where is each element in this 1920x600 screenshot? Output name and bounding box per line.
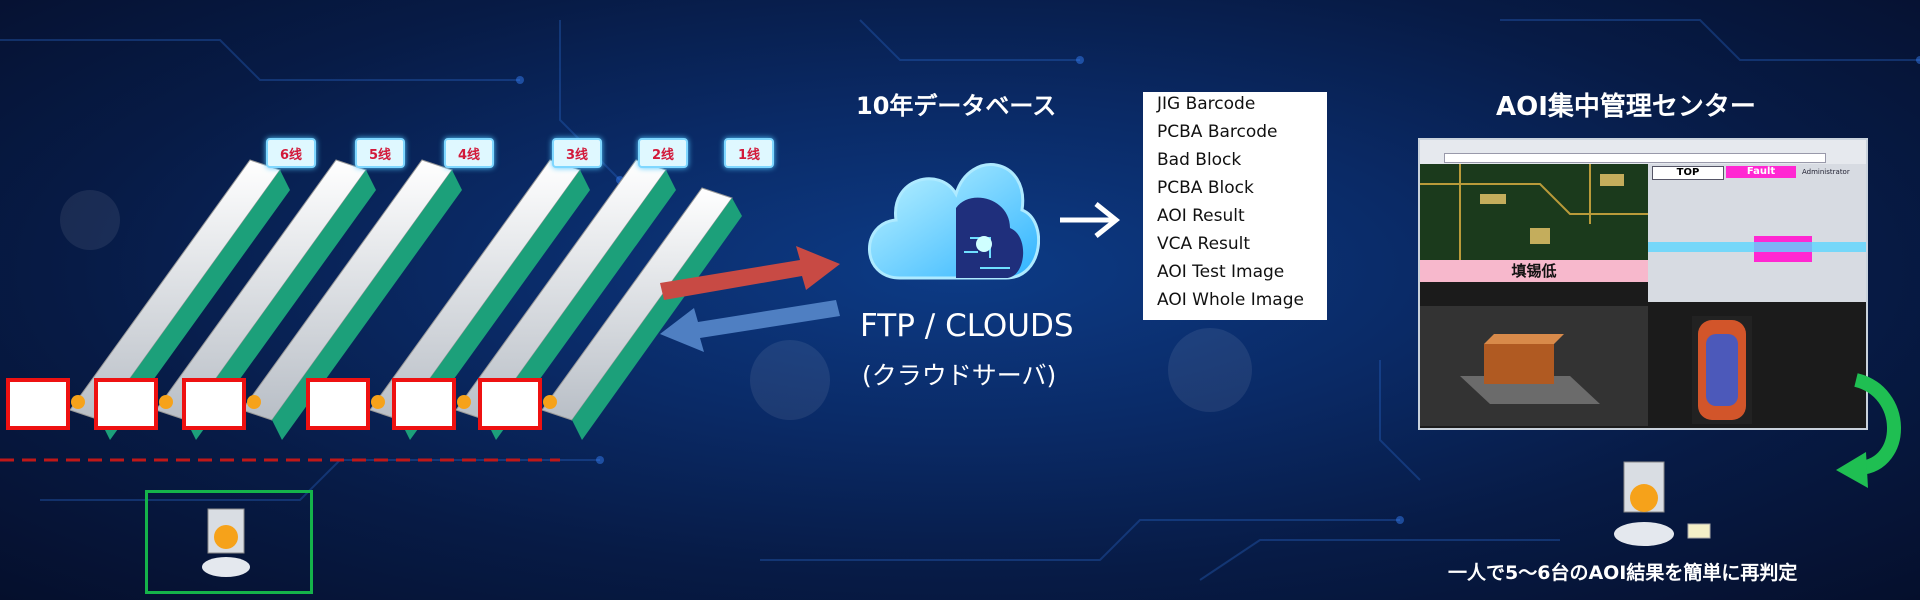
aoi-screen-screenshot: TOP Fault Administrator 填锡低 <box>1418 138 1868 430</box>
line-tag-2: 2线 <box>638 138 688 168</box>
operator-box <box>145 490 313 594</box>
tab-top[interactable]: TOP <box>1652 166 1724 180</box>
operator-icon <box>202 508 250 577</box>
defect-label: 填锡低 <box>1420 260 1648 282</box>
data-flow-arrows <box>660 246 840 352</box>
field-item: AOI Whole Image <box>1157 290 1304 310</box>
heatmap-view <box>1692 316 1752 424</box>
field-item: Bad Block <box>1157 150 1242 170</box>
tab-fault[interactable]: Fault <box>1726 166 1796 178</box>
line-tag-1: 1线 <box>724 138 774 168</box>
field-item: AOI Test Image <box>1157 262 1285 282</box>
admin-label: Administrator <box>1802 168 1850 176</box>
line-tag-6: 6线 <box>266 138 316 168</box>
server-label: FTP / CLOUDS <box>860 308 1074 344</box>
line-tag-3: 3线 <box>552 138 602 168</box>
database-title: 10年データベース <box>856 92 1057 120</box>
right-arrow-icon <box>1060 202 1121 238</box>
field-item: AOI Result <box>1157 206 1245 226</box>
data-fields-list: JIG Barcode PCBA Barcode Bad Block PCBA … <box>1143 92 1327 320</box>
browser-toolbar <box>1420 140 1866 165</box>
field-item: VCA Result <box>1157 234 1251 254</box>
center-caption: 一人で5～6台のAOI結果を簡単に再判定 <box>1448 562 1798 584</box>
server-sub-label: (クラウドサーバ) <box>862 361 1057 390</box>
line-tag-4: 4线 <box>444 138 494 168</box>
cloud-database-icon <box>868 163 1040 280</box>
selected-row[interactable] <box>1648 242 1866 252</box>
field-item: PCBA Barcode <box>1157 122 1278 142</box>
recycle-arrow-icon <box>1836 373 1901 488</box>
center-title: AOI集中管理センター <box>1496 92 1756 122</box>
production-lines-illustration <box>0 159 742 462</box>
field-item: PCBA Block <box>1157 178 1254 198</box>
field-item: JIG Barcode <box>1157 94 1256 114</box>
pcb-image <box>1420 164 1648 260</box>
3d-view <box>1420 306 1648 426</box>
operator-icon <box>1614 461 1711 546</box>
fault-panel: TOP Fault Administrator <box>1648 164 1866 302</box>
line-tag-5: 5线 <box>355 138 405 168</box>
